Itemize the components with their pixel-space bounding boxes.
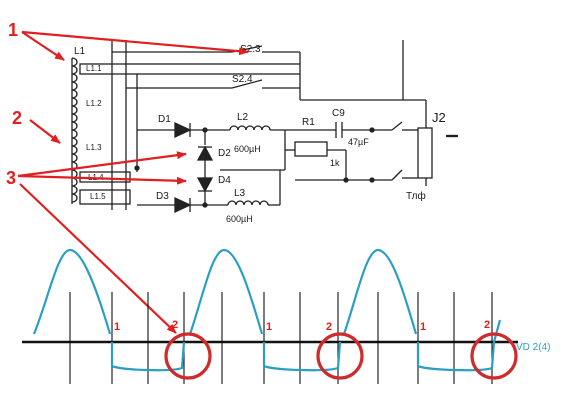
pulse-label: 1 xyxy=(266,321,272,333)
capacitor-value: 47µF xyxy=(348,137,369,147)
diode-label: D2 xyxy=(218,148,231,159)
inductor-label: L2 xyxy=(237,112,249,123)
pulse-label: 2 xyxy=(484,319,490,331)
highlight-circle xyxy=(470,332,518,380)
switch-label: S2.4 xyxy=(232,74,253,85)
schematic xyxy=(71,40,458,214)
resistor-r1 xyxy=(294,141,328,157)
tap-label: L1.5 xyxy=(90,192,106,201)
inductor-l2 xyxy=(229,125,271,131)
callout-arrows xyxy=(17,30,249,334)
coil-label: L1 xyxy=(74,46,86,57)
callout-number: 1 xyxy=(8,20,18,40)
inductor-label: L3 xyxy=(234,188,246,199)
transformer-coil-l1 xyxy=(71,57,78,204)
highlight-circle xyxy=(316,332,364,380)
waveform-graph: 1 2 1 2 1 2 VD 2(4) xyxy=(22,248,550,384)
switch-label: S2.3 xyxy=(240,44,261,55)
tap-label: L1.1 xyxy=(86,64,102,73)
capacitor-label: C9 xyxy=(332,108,345,119)
diode-label: D3 xyxy=(156,191,169,202)
jack-label: J2 xyxy=(432,110,446,125)
pulse-label: 1 xyxy=(420,321,426,333)
tap-label: L1.3 xyxy=(86,143,102,152)
vd-trace xyxy=(32,248,502,372)
pulse-label: 2 xyxy=(172,319,178,331)
tap-label: L1.2 xyxy=(86,99,102,108)
resistor-value: 1k xyxy=(330,158,340,168)
callout-number: 2 xyxy=(12,108,22,128)
inductor-value: 600µH xyxy=(234,144,261,154)
callout-numbers: 1 2 3 xyxy=(6,20,22,188)
inductor-l3 xyxy=(227,200,269,206)
inductor-value: 600µH xyxy=(226,214,253,224)
pulse-label: 1 xyxy=(114,321,120,333)
resistor-label: R1 xyxy=(302,117,315,128)
phone-receiver xyxy=(417,127,433,179)
phone-label: Тлф xyxy=(406,190,426,202)
diode-label: D4 xyxy=(218,175,231,186)
callout-number: 3 xyxy=(6,168,16,188)
pulse-label: 2 xyxy=(326,321,332,333)
trace-label: VD 2(4) xyxy=(516,342,550,353)
highlight-circle xyxy=(164,332,212,380)
diode-label: D1 xyxy=(158,114,171,125)
